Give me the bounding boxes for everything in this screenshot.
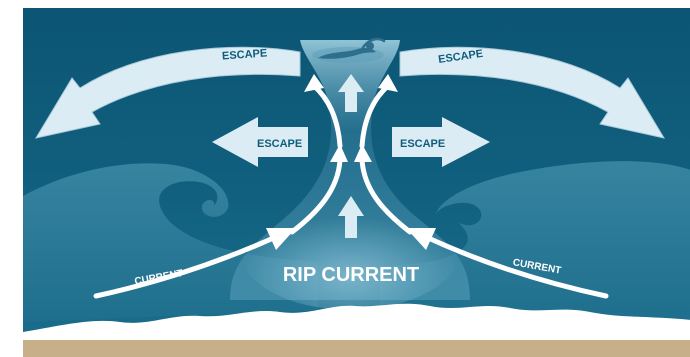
- label-escape-mid-right: ESCAPE: [400, 138, 445, 150]
- label-escape-mid-left: ESCAPE: [257, 138, 302, 150]
- diagram-title: RIP CURRENT: [283, 264, 419, 286]
- sand-beach: [23, 340, 690, 357]
